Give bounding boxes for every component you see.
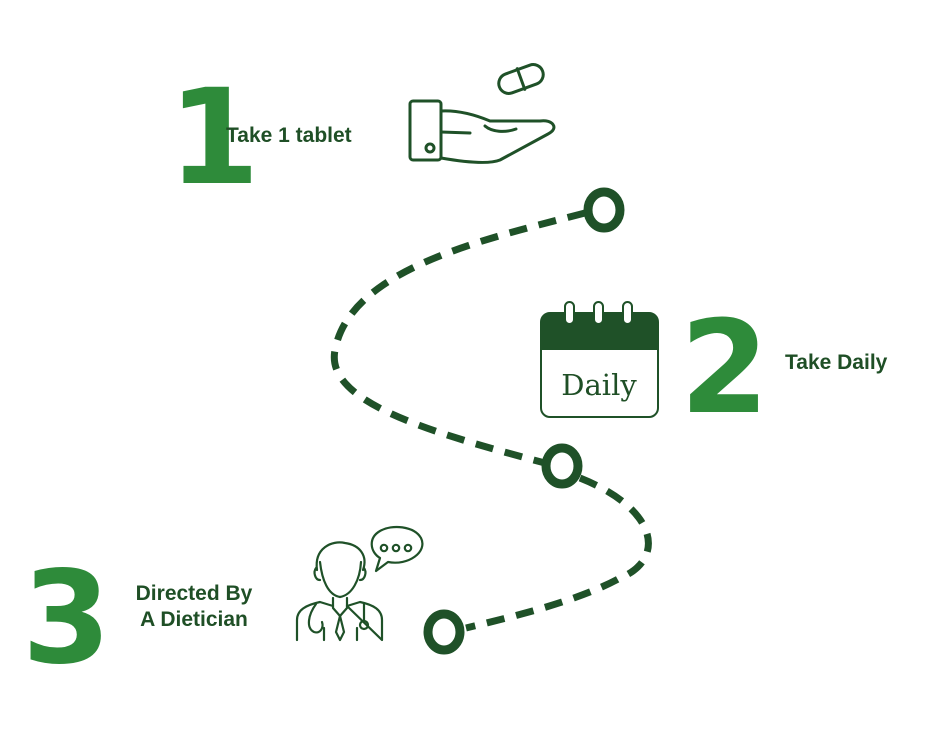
step-number-3: 3 — [22, 544, 112, 693]
waypoint-ring-3 — [423, 609, 465, 655]
calendar-text: Daily — [561, 368, 637, 402]
step-label-3: Directed By A Dietician — [135, 582, 253, 632]
calendar-icon: Daily — [540, 301, 659, 418]
hand-with-pill-icon — [408, 63, 556, 164]
step-label-1: Take 1 tablet — [226, 124, 352, 147]
step-number-2: 2 — [680, 294, 770, 443]
dashed-path — [330, 209, 652, 632]
step-label-2: Take Daily — [785, 351, 888, 374]
doctor-chat-icon — [295, 525, 424, 642]
step-number-1: 1 — [168, 61, 260, 215]
waypoint-ring-1 — [583, 187, 625, 233]
waypoint-ring-2 — [541, 443, 583, 489]
